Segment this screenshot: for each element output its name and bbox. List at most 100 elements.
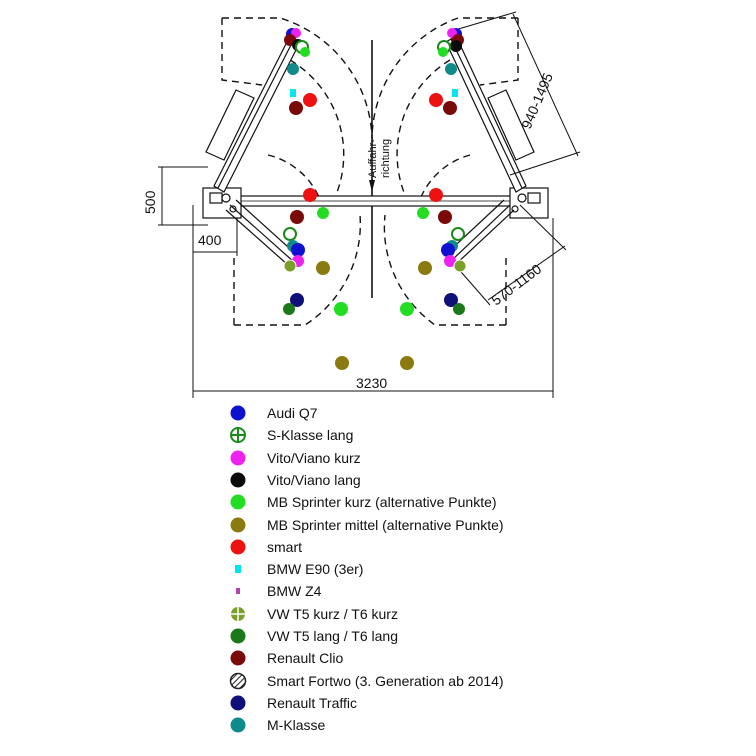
legend-symbol-icon	[230, 517, 246, 532]
legend-symbol-icon	[235, 565, 241, 574]
marker-sprinter-kurz	[300, 47, 310, 57]
dim-arm-range-rear-label: 940-1495	[518, 70, 556, 131]
legend-item: M-Klasse	[228, 715, 325, 735]
legend-symbol-icon	[230, 472, 246, 488]
marker-renault-clio	[438, 210, 452, 224]
legend-item: Smart Fortwo (3. Generation ab 2014)	[228, 671, 504, 691]
legend-label: M-Klasse	[267, 717, 326, 734]
legend-symbol-icon	[231, 606, 245, 621]
marker-vito-kurz	[444, 255, 456, 267]
legend-symbol-icon	[230, 427, 246, 444]
legend-label: BMW E90 (3er)	[267, 561, 364, 578]
marker-smart	[429, 93, 443, 107]
legend-item: smart	[228, 537, 302, 557]
legend-symbol-icon	[230, 539, 246, 555]
marker-smart	[303, 188, 317, 202]
legend-symbol-icon	[230, 650, 246, 666]
legend-symbol-icon	[230, 405, 246, 421]
dim-arm-range-front-label: 570-1160	[488, 261, 544, 309]
legend-item: MB Sprinter mittel (alternative Punkte)	[228, 515, 504, 535]
lift-crossbar	[224, 195, 516, 207]
marker-renault-clio	[443, 101, 457, 115]
direction-arrow	[369, 180, 375, 192]
marker-smart	[303, 93, 317, 107]
marker-sprinter-kurz	[438, 47, 448, 57]
column-right	[509, 187, 549, 219]
marker-sprinter-kurz	[400, 302, 414, 316]
marker-vw-t5-kurz	[453, 259, 467, 273]
legend-item: BMW E90 (3er)	[228, 559, 363, 579]
arc-rear-left-inner2	[289, 59, 345, 196]
legend-symbol-icon	[230, 494, 246, 510]
arm-swing-arcs	[221, 17, 519, 326]
marker-m-klasse	[445, 63, 457, 75]
marker-sprinter-kurz	[417, 207, 429, 219]
legend-label: Vito/Viano kurz	[267, 449, 361, 466]
legend-item: VW T5 lang / T6 lang	[228, 626, 398, 646]
legend-symbol-icon	[229, 672, 247, 689]
marker-bmw-e90	[290, 89, 296, 97]
marker-audi-q7	[441, 243, 455, 257]
lift-points	[283, 28, 467, 370]
arc-front-right	[383, 214, 506, 326]
legend-item: VW T5 kurz / T6 kurz	[228, 604, 398, 624]
dim-overall-width	[192, 218, 554, 398]
arc-rear-right-edge	[479, 18, 519, 86]
legend-label: Vito/Viano lang	[267, 471, 361, 488]
legend-item: S-Klasse lang	[228, 425, 353, 445]
marker-renault-traffic	[290, 293, 304, 307]
legend-symbol-icon	[230, 717, 246, 733]
dim-column-width	[192, 205, 238, 256]
column-left	[202, 187, 242, 219]
legend-item: MB Sprinter kurz (alternative Punkte)	[228, 492, 497, 512]
legend-label: Smart Fortwo (3. Generation ab 2014)	[267, 672, 504, 689]
legend-item: BMW Z4	[228, 581, 321, 601]
legend-item: Vito/Viano lang	[228, 470, 361, 490]
arc-rear-left-edge	[221, 18, 263, 86]
direction-label: Auffahr- richtung	[367, 139, 392, 178]
arc-rear-left	[222, 17, 373, 139]
direction-label-line1: Auffahr-	[367, 139, 379, 178]
dim-arm-range-rear	[454, 11, 581, 176]
marker-audi-q7	[291, 243, 305, 257]
arm-rear-left	[205, 35, 301, 193]
marker-renault-traffic	[444, 293, 458, 307]
arc-rear-right-inner	[417, 154, 471, 206]
legend-label: MB Sprinter mittel (alternative Punkte)	[267, 516, 504, 533]
marker-sprinter-kurz	[334, 302, 348, 316]
marker-vw-t5-kurz	[283, 259, 297, 273]
legend-label: Renault Clio	[267, 650, 344, 667]
marker-s-klasse	[283, 227, 297, 241]
marker-smart	[429, 188, 443, 202]
legend-label: S-Klasse lang	[267, 427, 354, 444]
legend-symbol-icon	[230, 628, 246, 644]
marker-bmw-e90	[452, 89, 458, 97]
arm-rear-right	[445, 35, 535, 193]
marker-s-klasse	[451, 227, 465, 241]
marker-m-klasse	[287, 63, 299, 75]
legend-label: VW T5 lang / T6 lang	[267, 628, 398, 644]
legend-label: VW T5 kurz / T6 kurz	[267, 605, 398, 622]
legend-symbol-icon	[236, 588, 240, 595]
legend-symbol-icon	[230, 695, 246, 711]
marker-vw-t5-lang	[453, 303, 465, 315]
legend-item: Renault Clio	[228, 648, 343, 668]
arc-rear-left-inner	[267, 154, 323, 206]
legend-label: Renault Traffic	[267, 694, 358, 711]
direction-label-line2: richtung	[380, 139, 392, 178]
dim-column-height	[158, 166, 208, 226]
marker-sprinter-mittel	[418, 261, 432, 275]
dim-column-height-label: 500	[142, 190, 158, 214]
legend-label: BMW Z4	[267, 583, 322, 600]
arc-rear-right	[371, 17, 518, 139]
lift-plan-diagram: Auffahr- richtung	[142, 11, 581, 398]
legend-label: MB Sprinter kurz (alternative Punkte)	[267, 494, 497, 511]
legend-label: smart	[267, 538, 302, 555]
legend-label: Audi Q7	[267, 405, 318, 421]
marker-sprinter-kurz	[317, 207, 329, 219]
legend-item: Vito/Viano kurz	[228, 448, 361, 468]
marker-sprinter-mittel	[400, 356, 414, 370]
marker-vw-t5-lang	[283, 303, 295, 315]
marker-renault-clio	[290, 210, 304, 224]
legend-item: Renault Traffic	[228, 693, 357, 713]
